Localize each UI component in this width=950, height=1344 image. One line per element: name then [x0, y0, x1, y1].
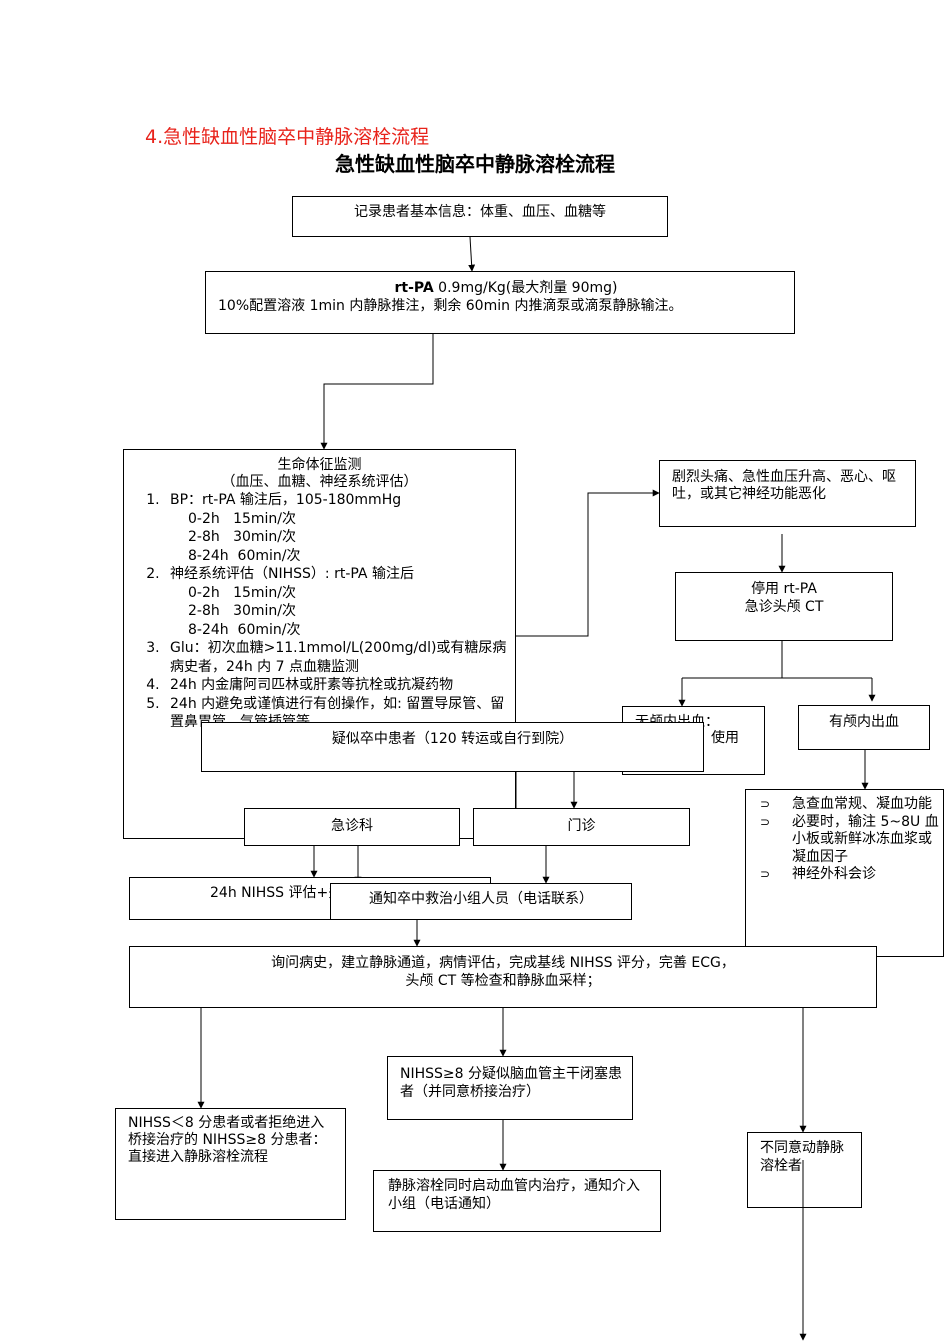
disagree-thrombolysis-text: 不同意动静脉溶栓者 [760, 1140, 844, 1174]
rtpa-label: rt-PA [394, 280, 434, 296]
monitor-item-bp: BP：rt-PA 输注后，105-180mmHg 0-2h 15min/次 2-… [164, 491, 515, 565]
suspected-stroke-box: 疑似卒中患者（120 转运或自行到院） [201, 722, 704, 772]
section-heading: 4.急性缺血性脑卒中静脉溶栓流程 [145, 126, 430, 148]
record-info-text: 记录患者基本信息：体重、血压、血糖等 [354, 204, 606, 220]
notify-team-text: 通知卒中救治小组人员（电话联系） [369, 891, 593, 907]
suspected-stroke-text: 疑似卒中患者（120 转运或自行到院） [331, 731, 574, 747]
monitor-item-nihss: 神经系统评估（NIHSS）: rt-PA 输注后 0-2h 15min/次 2-… [164, 565, 515, 639]
vital-signs-monitor-box: 生命体征监测 （血压、血糖、神经系统评估） BP：rt-PA 输注后，105-1… [123, 449, 516, 839]
disagree-thrombolysis-box: 不同意动静脉溶栓者 [747, 1132, 862, 1208]
bridging-therapy-box: 静脉溶栓同时启动血管内治疗，通知介入小组（电话通知） [373, 1170, 661, 1232]
stop-rtpa-box: 停用 rt-PA 急诊头颅 CT [675, 572, 893, 641]
nihss-low-text: NIHSS＜8 分患者或者拒绝进入桥接治疗的 NIHSS≥8 分患者：直接进入静… [128, 1115, 327, 1165]
bleed-action-item: ⊃必要时，输注 5~8U 血小板或新鲜冰冻血浆或凝血因子 [760, 813, 939, 865]
nihss-low-box: NIHSS＜8 分患者或者拒绝进入桥接治疗的 NIHSS≥8 分患者：直接进入静… [115, 1108, 346, 1220]
emergency-ct-text: 急诊头颅 CT [744, 599, 824, 615]
history-assessment-line2: 头颅 CT 等检查和静脉血采样； [405, 973, 601, 989]
record-info-box: 记录患者基本信息：体重、血压、血糖等 [292, 196, 668, 237]
rtpa-solution-text: 10%配置溶液 1min 内静脉推注，剩余 60min 内推滴泵或滴泵静脉输注。 [218, 298, 683, 314]
bleed-text: 有颅内出血 [829, 714, 899, 730]
bleed-action-item: ⊃神经外科会诊 [760, 866, 876, 882]
monitor-item-glucose: Glu：初次血糖>11.1mmol/L(200mg/dl)或有糖尿病病史者，24… [164, 639, 515, 676]
emergency-dept-text: 急诊科 [331, 818, 373, 834]
stop-rtpa-text: 停用 rt-PA [751, 581, 817, 597]
history-assessment-box: 询问病史，建立静脉通道，病情评估，完成基线 NIHSS 评分，完善 ECG， 头… [129, 946, 877, 1008]
bleed-box: 有颅内出血 [798, 705, 930, 750]
severe-symptoms-box: 剧烈头痛、急性血压升高、恶心、呕吐，或其它神经功能恶化 [659, 460, 916, 527]
page-title: 急性缺血性脑卒中静脉溶栓流程 [335, 152, 615, 176]
monitor-title: 生命体征监测 [277, 457, 362, 473]
chevron-right-icon: ⊃ [760, 867, 771, 881]
nihss-high-box: NIHSS≥8 分疑似脑血管主干闭塞患者（并同意桥接治疗） [387, 1056, 633, 1120]
outpatient-box: 门诊 [473, 808, 690, 846]
outpatient-text: 门诊 [567, 818, 596, 834]
rtpa-dose-text: 0.9mg/Kg(最大剂量 90mg) [433, 280, 618, 296]
bleed-actions-list: ⊃急查血常规、凝血功能 ⊃必要时，输注 5~8U 血小板或新鲜冰冻血浆或凝血因子… [746, 796, 943, 884]
resume-text: 使用 [711, 730, 739, 746]
chevron-right-icon: ⊃ [760, 797, 771, 811]
severe-symptoms-text: 剧烈头痛、急性血压升高、恶心、呕吐，或其它神经功能恶化 [672, 469, 896, 502]
bleed-actions-box: ⊃急查血常规、凝血功能 ⊃必要时，输注 5~8U 血小板或新鲜冰冻血浆或凝血因子… [745, 789, 944, 957]
bridging-therapy-text: 静脉溶栓同时启动血管内治疗，通知介入小组（电话通知） [388, 1178, 640, 1212]
monitor-list: BP：rt-PA 输注后，105-180mmHg 0-2h 15min/次 2-… [124, 491, 515, 732]
monitor-item-antithrombotic: 24h 内金庸阿司匹林或肝素等抗栓或抗凝药物 [164, 676, 515, 695]
nihss-high-text: NIHSS≥8 分疑似脑血管主干闭塞患者（并同意桥接治疗） [400, 1066, 622, 1100]
bleed-action-item: ⊃急查血常规、凝血功能 [760, 796, 932, 812]
nihss-24h-text: 24h NIHSS 评估+头 [210, 885, 343, 901]
monitor-subtitle: （血压、血糖、神经系统评估） [221, 473, 418, 490]
emergency-dept-box: 急诊科 [244, 808, 460, 846]
chevron-right-icon: ⊃ [760, 814, 771, 829]
notify-team-box: 通知卒中救治小组人员（电话联系） [330, 883, 632, 920]
history-assessment-line1: 询问病史，建立静脉通道，病情评估，完成基线 NIHSS 评分，完善 ECG， [271, 955, 735, 971]
rtpa-dose-box: rt-PA 0.9mg/Kg(最大剂量 90mg) 10%配置溶液 1min 内… [205, 271, 795, 334]
